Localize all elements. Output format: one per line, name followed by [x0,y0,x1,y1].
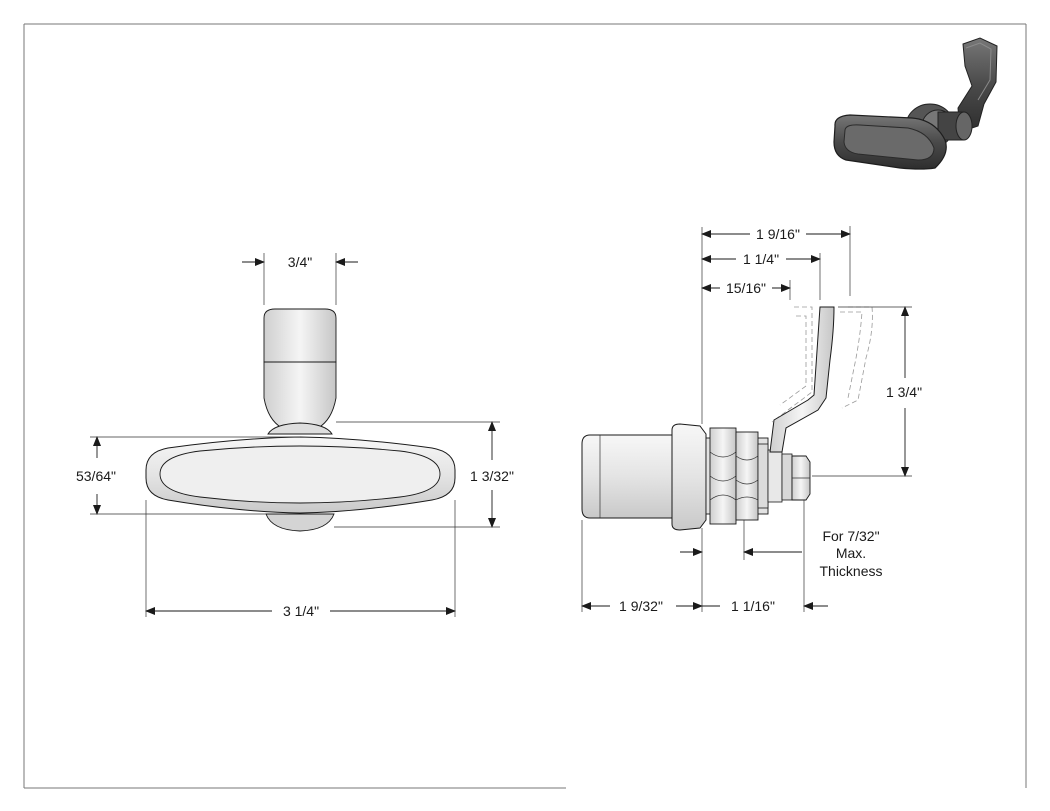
dim-height-grip: 53/64" [76,468,116,484]
latch-3d-render-icon [833,37,998,170]
dim-lever-tip: 1 1/4" [743,251,779,267]
thickness-note-line2: Max. [836,545,866,561]
dim-lever-height: 1 3/4" [886,384,922,400]
dim-overall-depth: 1 9/16" [756,226,800,242]
sheet-frame [23,23,1027,789]
dim-width-handle: 3/4" [288,254,312,270]
dim-lever-base: 15/16" [726,280,766,296]
front-view [145,308,456,532]
dim-handle-depth: 1 9/32" [619,598,663,614]
side-view-dimensions [581,226,912,612]
side-view [581,306,873,531]
thickness-note-line1: For 7/32" [822,528,879,544]
front-view-dimensions [90,253,500,617]
dim-width-overall: 3 1/4" [283,603,319,619]
dim-height-overall: 1 3/32" [470,468,514,484]
thickness-note-line3: Thickness [819,563,882,579]
dim-body-depth: 1 1/16" [731,598,775,614]
